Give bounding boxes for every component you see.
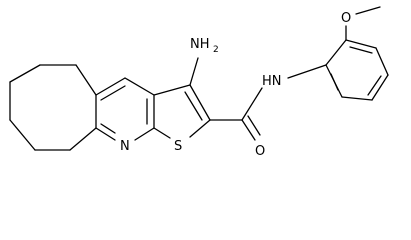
anisole-ring <box>287 39 389 101</box>
methoxy-oxygen-label: O <box>341 11 351 26</box>
thiophene-sulfur-label: S <box>174 139 182 154</box>
methoxy-group <box>345 6 381 41</box>
carboxamide-group <box>209 87 263 141</box>
amino-subscript-label: 2 <box>213 45 219 55</box>
carbonyl-oxygen-label: O <box>255 144 265 159</box>
thiophene-ring <box>153 84 211 139</box>
cyclooctane-ring <box>9 64 97 151</box>
amide-nitrogen-label: HN <box>262 74 282 89</box>
molecule-structure: NH 2 HN O O N S <box>9 6 389 159</box>
pyridine-ring <box>95 77 155 141</box>
pyridine-nitrogen-label: N <box>120 139 130 154</box>
amino-group-bond <box>189 57 199 86</box>
amino-nitrogen-label: NH <box>190 37 210 52</box>
atom-labels: NH 2 HN O O N S <box>120 11 351 159</box>
